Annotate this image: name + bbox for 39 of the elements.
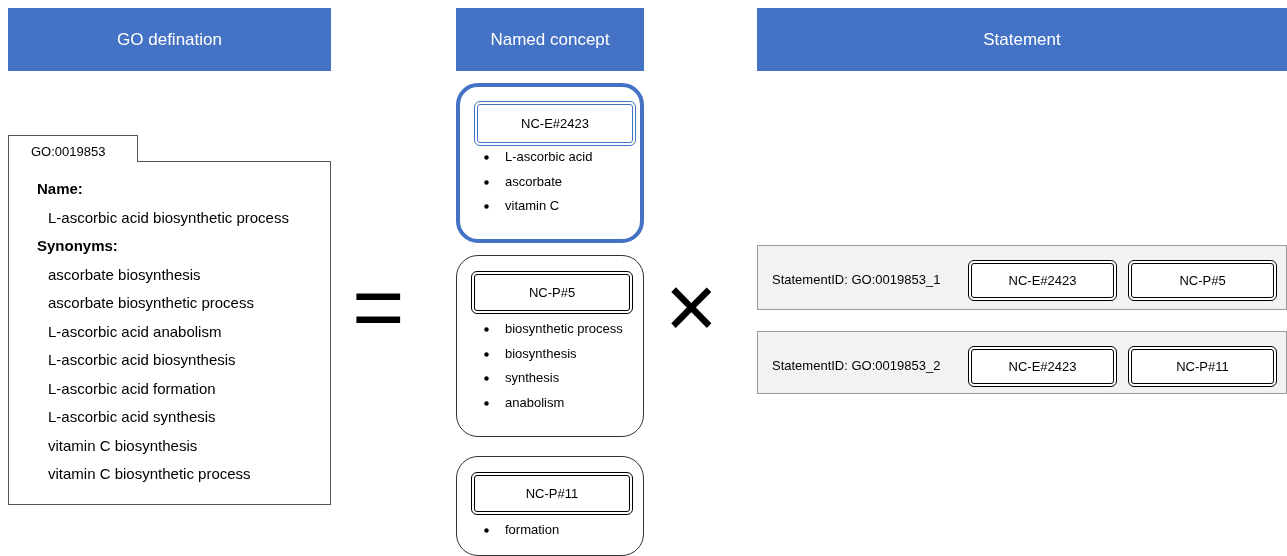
concept-id-box: NC-E#2423 [474, 101, 636, 146]
term-text: ascorbate biosynthesis [48, 265, 201, 283]
list-item: L-ascorbic acid [505, 149, 593, 164]
list-item: formation [505, 522, 560, 537]
column-header: Statement [757, 8, 1287, 71]
term-text: L-ascorbic acid formation [48, 379, 216, 397]
term-text: L-ascorbic acid biosynthesis [48, 351, 236, 368]
term-text: L-ascorbic acid biosynthetic process [48, 208, 289, 226]
term-text: ascorbate biosynthetic process [48, 294, 254, 311]
field-heading: Synonyms: [37, 237, 118, 254]
term-text: L-ascorbic acid synthesis [48, 408, 216, 425]
list-item: vitamin C [505, 198, 560, 213]
list-item: ascorbate [505, 173, 563, 189]
statement-id: StatementID: GO:0019853_2 [772, 358, 941, 373]
concept-id-box: NC-P#11 [471, 472, 633, 515]
concept-card [456, 83, 644, 243]
statement-row [757, 245, 1287, 310]
concept-id-box: NC-P#5 [1128, 260, 1277, 301]
field-heading: Name: [37, 180, 83, 197]
list-item: biosynthetic process [505, 321, 623, 336]
statement-id: StatementID: GO:0019853_1 [772, 272, 941, 287]
multiplication-sign: × [665, 262, 718, 352]
concept-id-box: NC-E#2423 [968, 260, 1117, 301]
list-item: biosynthesis [505, 345, 577, 361]
term-text: vitamin C biosynthetic process [48, 465, 251, 482]
statement-row [757, 331, 1287, 394]
column-header: GO defination [8, 8, 331, 71]
concept-card [456, 456, 644, 556]
concept-id-box: NC-E#2423 [968, 346, 1117, 387]
equals-sign: = [352, 262, 405, 352]
column-header: Named concept [456, 8, 644, 71]
term-text: L-ascorbic acid anabolism [48, 322, 222, 340]
concept-id-box: NC-P#5 [471, 271, 633, 314]
list-item: synthesis [505, 370, 560, 385]
term-text: vitamin C biosynthesis [48, 436, 198, 454]
concept-id-box: NC-P#11 [1128, 346, 1277, 387]
list-item: anabolism [505, 394, 565, 410]
folder-tab: GO:0019853 [8, 135, 138, 162]
concept-card [456, 255, 644, 437]
